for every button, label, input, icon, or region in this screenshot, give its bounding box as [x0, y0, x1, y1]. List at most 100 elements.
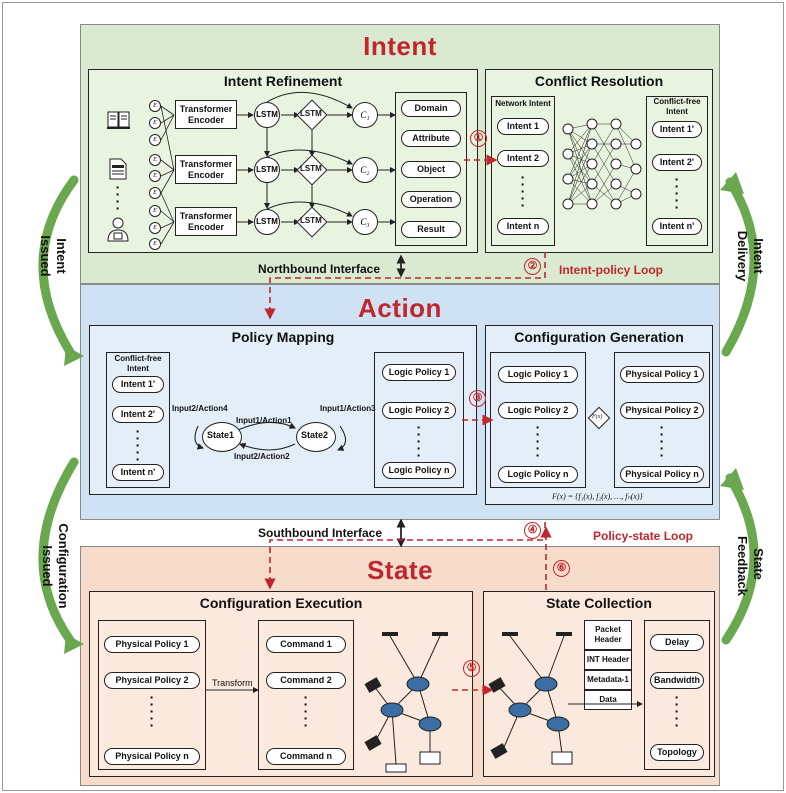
gen-physical-policy-2: Physical Policy 2	[620, 402, 704, 419]
exec-physical-policy-1: Physical Policy 1	[104, 636, 200, 653]
classifier-node: C₁	[352, 102, 378, 128]
mapping-intent-2: Intent 2'	[112, 406, 164, 423]
function-formula: F(x) = {f₁(x), f₂(x), …, fₙ(x)}	[552, 492, 643, 501]
gen-physical-policy-1: Physical Policy 1	[620, 366, 704, 383]
network-intent-label: Network Intent	[495, 99, 551, 108]
transform-arrow	[206, 687, 259, 693]
network-intent-1: Intent 1	[497, 118, 549, 135]
conflict-free-intent-box	[106, 352, 170, 488]
action-layer-title: Action	[358, 293, 442, 323]
embedding-node: E	[149, 222, 161, 234]
step-3-badge: ③	[469, 390, 486, 407]
conflict-free-box	[646, 96, 708, 246]
network-intent-2: Intent 2	[497, 150, 549, 167]
state1-label: State1	[207, 430, 235, 440]
command-1: Command 1	[266, 636, 346, 653]
intent-layer: Intent Intent Refinement ···· E E E E E …	[80, 24, 720, 284]
lstm-label: LSTM	[300, 109, 322, 118]
classifier-node: C₂	[352, 157, 378, 183]
embedding-node: E	[149, 187, 161, 199]
northbound-interface-label: Northbound Interface	[258, 262, 380, 276]
step-2-badge: ②	[524, 258, 541, 275]
packet-header-cell: Packet Header	[584, 620, 632, 650]
policy-dots: ·····	[416, 419, 422, 463]
gen-physical-policy-n: Physical Policy n	[620, 466, 704, 483]
intent-refinement-title: Intent Refinement	[223, 73, 343, 89]
neural-network-icon	[562, 118, 642, 210]
output-operation: Operation	[401, 191, 461, 208]
embedding-node: E	[149, 117, 161, 129]
classifier-node: C₃	[352, 209, 378, 235]
lstm-label: LSTM	[300, 164, 322, 173]
lstm-node: LSTM	[254, 209, 280, 235]
policy-dots: ·····	[535, 419, 541, 463]
source-dots: ····	[115, 179, 121, 216]
refinement-connections	[160, 91, 396, 245]
step-6-badge: ⑥	[553, 560, 570, 577]
step-4-badge: ④	[524, 522, 541, 539]
embedding-node: E	[149, 134, 161, 146]
transformer-encoder: Transformer Encoder	[175, 207, 237, 236]
network-topology-icon	[364, 632, 448, 773]
state2-label: State2	[301, 430, 329, 440]
metadata-cell: Metadata-1	[584, 670, 632, 690]
policy-dots: ·····	[149, 689, 155, 733]
embedding-node: E	[149, 205, 161, 217]
conflict-free-label: Conflict-free Intent	[114, 354, 162, 373]
output-domain: Domain	[401, 100, 461, 117]
transformer-encoder: Transformer Encoder	[175, 100, 237, 129]
state-layer-title: State	[366, 555, 434, 585]
function-label: F(x)	[592, 414, 603, 420]
state-layer: State Configuration Execution Physical P…	[80, 546, 720, 786]
policy-state-loop-label: Policy-state Loop	[593, 529, 694, 543]
gen-logic-policy-n: Logic Policy n	[498, 466, 578, 483]
intent-dots: ·····	[520, 169, 526, 213]
intent-layer-title: Intent	[363, 31, 437, 61]
exec-physical-policy-n: Physical Policy n	[104, 748, 200, 765]
configuration-execution-panel: Configuration Execution Physical Policy …	[89, 591, 473, 777]
transition-label: Input1/Action3	[320, 404, 376, 413]
configuration-execution-title: Configuration Execution	[199, 595, 363, 611]
lstm-node: LSTM	[254, 102, 280, 128]
data-cell: Data	[584, 690, 632, 710]
state-collection-title: State Collection	[546, 595, 652, 611]
transition-label: Input1/Action1	[236, 416, 292, 425]
int-header-cell: INT Header	[584, 650, 632, 670]
exec-physical-policy-2: Physical Policy 2	[104, 672, 200, 689]
logic-policy-n: Logic Policy n	[382, 462, 456, 479]
intent-dots: ·····	[135, 423, 141, 467]
conflict-free-intent-2: Intent 2'	[652, 154, 702, 171]
state1-node	[202, 422, 242, 452]
conflict-free-intent-1: Intent 1'	[652, 121, 702, 138]
book-icon	[107, 110, 131, 135]
intent-issued-label: Intent Issued	[38, 235, 69, 277]
gen-logic-policy-2: Logic Policy 2	[498, 402, 578, 419]
configuration-generation-title: Configuration Generation	[514, 329, 684, 345]
embedding-node: E	[149, 100, 161, 112]
intent-policy-loop-label: Intent-policy Loop	[559, 263, 663, 277]
policy-mapping-title: Policy Mapping	[231, 329, 335, 345]
policy-dots: ·····	[659, 419, 665, 463]
logic-policy-2: Logic Policy 2	[382, 402, 456, 419]
state-machine-arrows	[194, 421, 347, 451]
transition-label: Input2/Action4	[172, 404, 228, 413]
output-result: Result	[401, 221, 461, 238]
command-2: Command 2	[266, 672, 346, 689]
conflict-resolution-panel: Conflict Resolution Network Intent Inten…	[485, 69, 713, 253]
metric-bandwidth: Bandwidth	[650, 672, 704, 689]
intent-delivery-label: Intent Delivery	[735, 230, 766, 282]
network-intent-n: Intent n	[497, 218, 549, 235]
state2-node	[296, 422, 336, 452]
collection-topology-icon	[488, 632, 573, 765]
metrics-arrow	[568, 701, 643, 707]
transition-label: Input2/Action2	[234, 452, 290, 461]
document-icon	[109, 158, 127, 185]
command-box	[258, 620, 354, 770]
action-layer: Action Policy Mapping Conflict-free Inte…	[80, 284, 720, 543]
state-collection-panel: State Collection Packet Header INT Heade…	[483, 591, 715, 777]
metric-delay: Delay	[650, 634, 704, 651]
transformer-encoder: Transformer Encoder	[175, 155, 237, 184]
